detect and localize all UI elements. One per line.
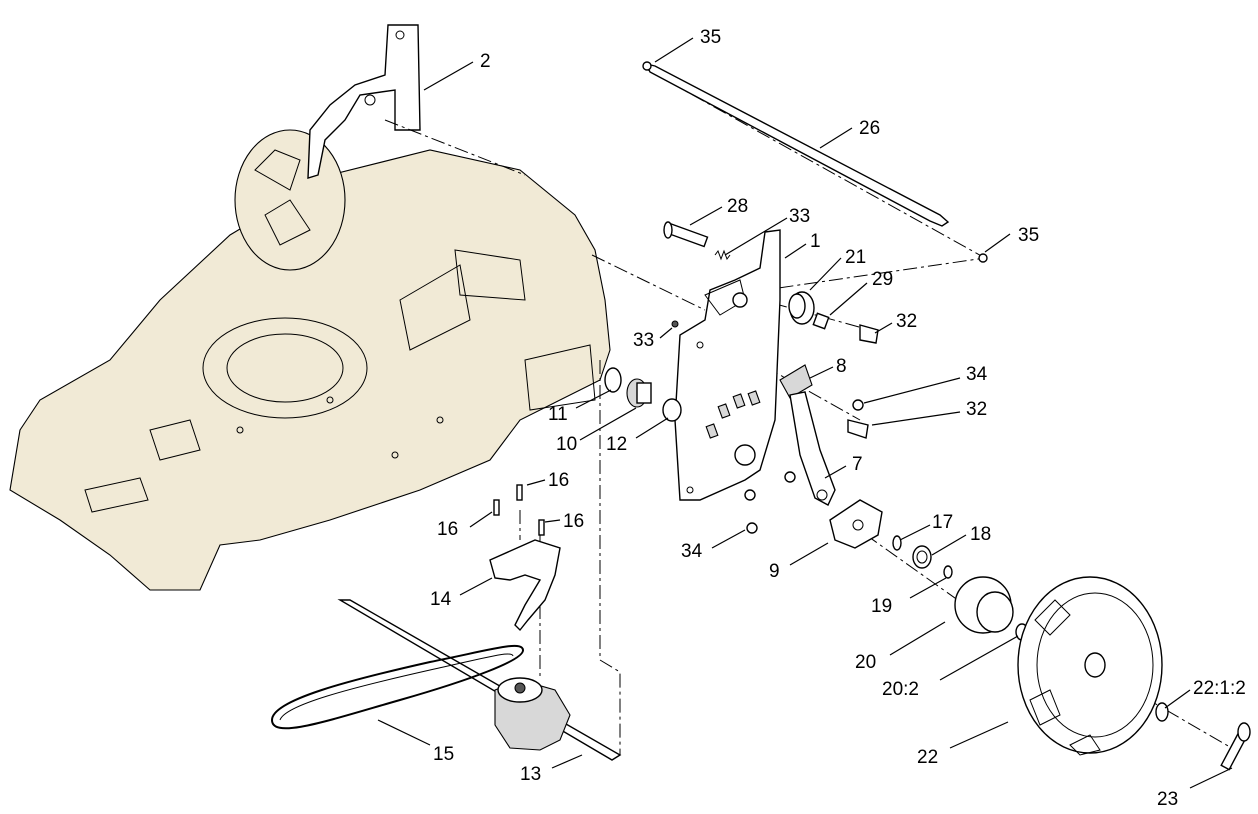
washer-part-22-1-2 [1155,702,1169,722]
callout-9: 9 [769,561,780,582]
washer-part-11 [604,367,622,393]
callout-23: 23 [1157,789,1178,810]
rear-wheel-ghost [234,129,346,271]
callout-33: 33 [633,330,654,351]
callout-17: 17 [932,512,953,533]
cap-part-32-lower [847,419,869,439]
callout-10: 10 [556,434,577,455]
callout-33: 33 [789,206,810,227]
callout-15: 15 [433,744,454,765]
spacer-part-21 [788,291,815,325]
callout-14: 14 [430,589,452,610]
callout-1: 1 [810,231,821,252]
callout-19: 19 [871,596,892,617]
screw-part-16 [493,484,545,536]
pivot-bracket-part-9 [829,499,883,549]
height-rod-part-26 [642,61,988,263]
bolt-part-23 [1220,722,1251,771]
clip-part-19 [943,565,953,579]
nut-part-29 [812,312,830,330]
callout-29: 29 [872,269,893,290]
callout-8: 8 [836,356,847,377]
callout-35: 35 [700,27,721,48]
callout-18: 18 [970,524,991,545]
bushing-part-10 [626,378,652,408]
callout-13: 13 [520,764,541,785]
callout-34: 34 [681,541,703,562]
callout-16: 16 [548,470,569,491]
bolt-part-34 [744,399,864,534]
callout-26: 26 [859,118,880,139]
callout-32: 32 [966,399,987,420]
callout-32: 32 [896,311,917,332]
front-wheel-part-22 [1017,576,1163,756]
washer-part-17 [892,535,902,551]
callout-12: 12 [606,434,627,455]
callout-34: 34 [966,364,988,385]
hub-part-20 [954,576,1029,641]
callout-22-1-2: 22:1:2 [1193,678,1246,699]
pin-part-28 [663,221,709,248]
cap-part-32-upper [859,324,879,344]
leader-lines [377,37,1233,789]
lever-knob-part-8 [779,364,813,399]
callout-28: 28 [727,196,748,217]
lever-part-7 [789,391,836,506]
callout-16: 16 [563,511,584,532]
gear-part-18 [912,545,932,569]
callout-20-2: 20:2 [882,679,919,700]
transmission-part-13 [337,599,622,761]
callout-22: 22 [917,747,938,768]
callout-21: 21 [845,247,866,268]
drive-belt-part-15 [270,644,524,730]
callout-7: 7 [852,454,863,475]
height-adjust-plate-part-1 [674,229,781,501]
callout-20: 20 [855,652,876,673]
spring-part-33 [671,249,731,328]
callout-16: 16 [437,519,458,540]
callout-11: 11 [548,404,568,425]
belt-guard-part-14 [489,539,561,632]
callout-2: 2 [480,51,491,72]
bushing-part-12 [662,398,682,422]
callout-labels: 2 35 26 35 28 33 1 21 29 32 33 8 34 32 1… [430,27,1246,810]
callout-35: 35 [1018,225,1039,246]
